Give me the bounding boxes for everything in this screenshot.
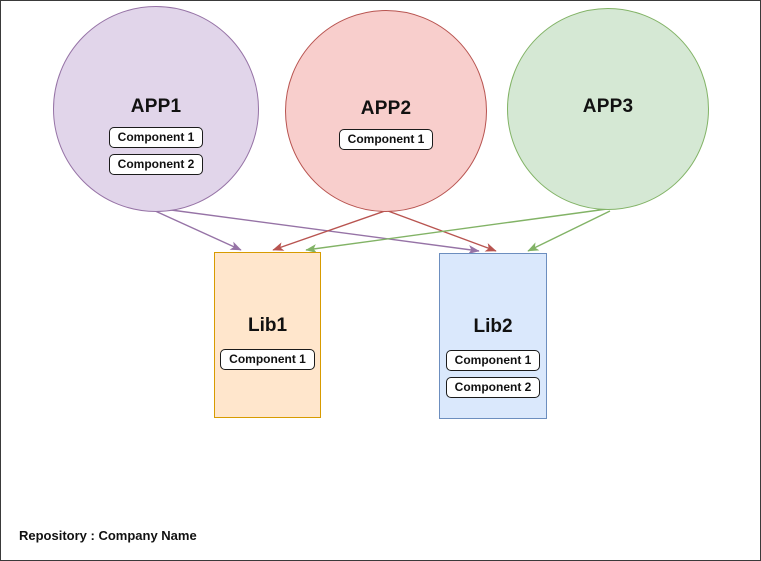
edge-app3-lib1 xyxy=(305,208,608,254)
repository-footer-label: Repository : Company Name xyxy=(19,528,197,543)
lib2-components: Component 1 Component 2 xyxy=(445,350,541,398)
app3-title: APP3 xyxy=(582,96,634,117)
lib1-components: Component 1 xyxy=(220,349,315,370)
component-chip[interactable]: Component 2 xyxy=(108,154,204,175)
edge-app1-lib1 xyxy=(152,209,242,251)
app2-components: Component 1 xyxy=(338,129,434,150)
edge-app2-lib1 xyxy=(272,210,386,251)
node-lib1[interactable]: Lib1 Component 1 xyxy=(214,252,321,418)
component-chip[interactable]: Component 1 xyxy=(445,350,541,371)
edge-app2-lib2 xyxy=(387,210,497,252)
app1-title: APP1 xyxy=(130,96,182,117)
node-lib2[interactable]: Lib2 Component 1 Component 2 xyxy=(439,253,547,419)
edge-app1-lib2 xyxy=(155,207,480,255)
app2-title: APP2 xyxy=(360,98,412,119)
lib1-title: Lib1 xyxy=(247,315,288,336)
app1-components: Component 1 Component 2 xyxy=(108,127,204,175)
node-app1[interactable]: APP1 Component 1 Component 2 xyxy=(53,6,259,212)
edge-app3-lib2 xyxy=(527,210,611,252)
node-app2[interactable]: APP2 Component 1 xyxy=(285,10,487,212)
component-chip[interactable]: Component 2 xyxy=(445,377,541,398)
component-chip[interactable]: Component 1 xyxy=(108,127,204,148)
component-chip[interactable]: Component 1 xyxy=(220,349,315,370)
component-chip[interactable]: Component 1 xyxy=(338,129,434,150)
lib2-title: Lib2 xyxy=(473,316,513,337)
node-app3[interactable]: APP3 xyxy=(507,8,709,210)
